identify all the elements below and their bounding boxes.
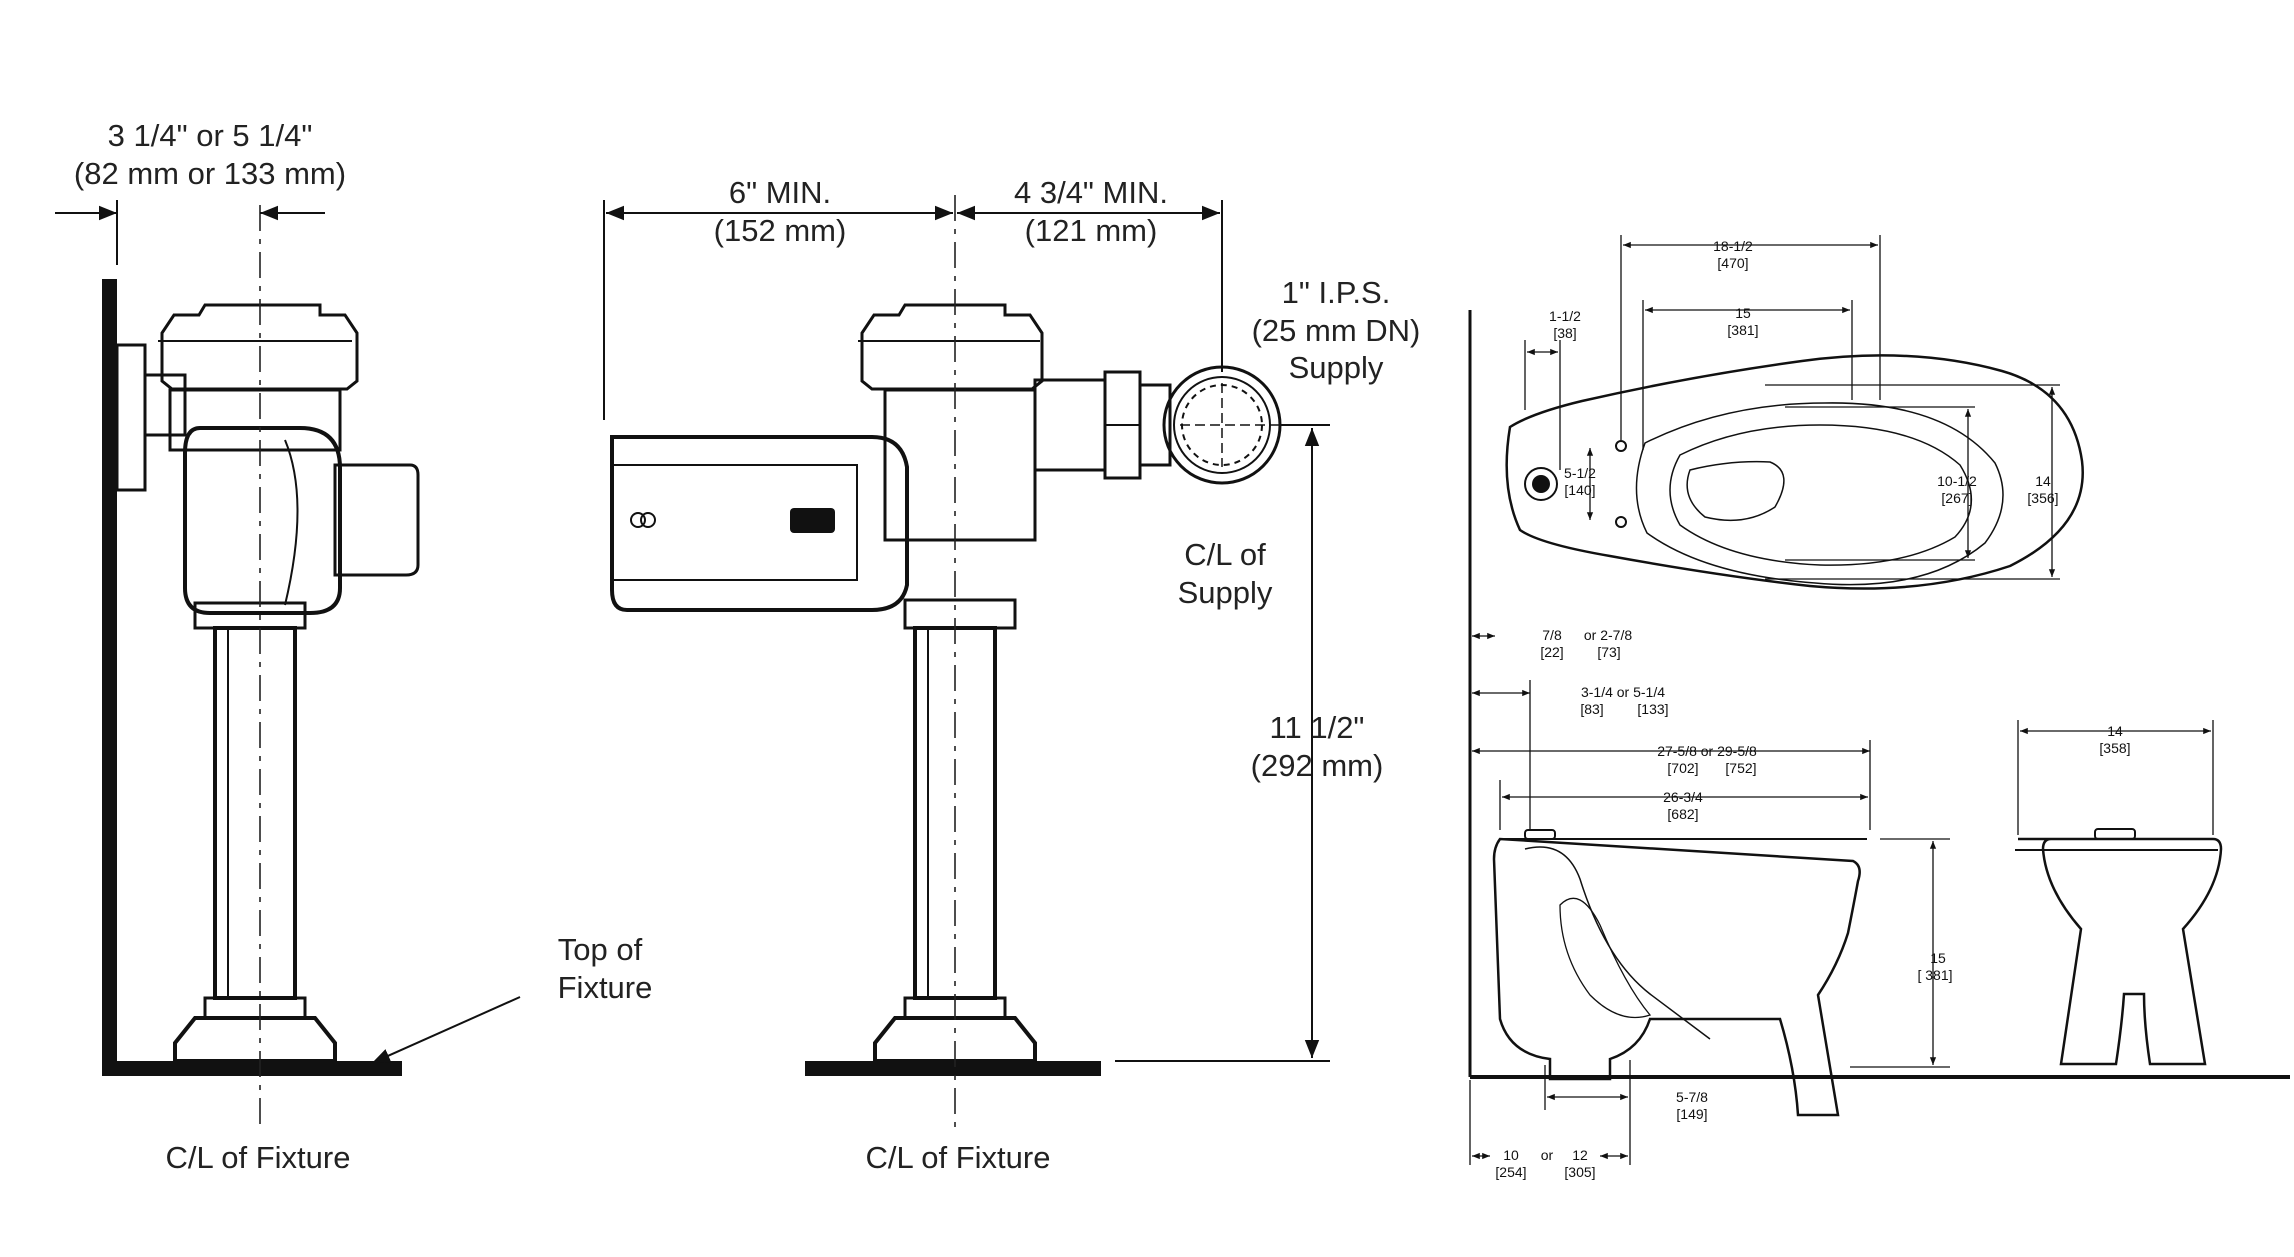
toilet-end-outline: [2018, 837, 2223, 1066]
length-total-label: 27-5/8 or 29-5/8: [1657, 743, 1757, 759]
rough-in-b-label: 12: [1572, 1147, 1588, 1163]
supply-label-2: (25 mm DN): [1252, 313, 1421, 348]
fixture-top: [102, 1061, 402, 1076]
length-total-mm-b: [752]: [1725, 760, 1756, 776]
overall-length-label: 18-1/2: [1713, 238, 1753, 254]
spud-d-mm: [133]: [1637, 701, 1668, 717]
offset-dim-label-2: (82 mm or 133 mm): [74, 156, 346, 191]
toilet-drawings: [1468, 235, 2290, 1165]
fixture-top-front: [805, 1061, 1101, 1076]
end-width-mm: [358]: [2099, 740, 2130, 756]
height-label-2: (292 mm): [1251, 748, 1384, 783]
rough-in-a-label: 10: [1503, 1147, 1519, 1163]
end-width-label: 14: [2107, 723, 2123, 739]
valve-front-view: [603, 195, 1330, 1130]
centerline-label-left: C/L of Fixture: [166, 1140, 351, 1175]
supply-label-3: Supply: [1289, 350, 1384, 385]
spud-b-mm: [73]: [1597, 644, 1620, 660]
spud-a-label: 7/8: [1542, 627, 1562, 643]
rim-height-mm: [ 381]: [1917, 967, 1952, 983]
centerline-label-front: C/L of Fixture: [866, 1140, 1051, 1175]
supply-cl-label-1: C/L of: [1184, 537, 1266, 572]
spud-c-label: 3-1/4 or 5-1/4: [1581, 684, 1665, 700]
length-total-mm-a: [702]: [1667, 760, 1698, 776]
length-bowl-label: 26-3/4: [1663, 789, 1703, 805]
bowl-width-label: 10-1/2: [1937, 473, 1977, 489]
overall-length-mm: [470]: [1717, 255, 1748, 271]
left-dim-label-1: 6" MIN.: [729, 175, 831, 210]
rough-in-or: or: [1541, 1147, 1554, 1163]
overall-width-mm: [356]: [2027, 490, 2058, 506]
bowl-width-mm: [267]: [1941, 490, 1972, 506]
bowl-length-mm: [381]: [1727, 322, 1758, 338]
top-of-fixture-label-1: Top of: [558, 932, 643, 967]
right-dim-label-1: 4 3/4" MIN.: [1014, 175, 1168, 210]
spud-b-label: or 2-7/8: [1584, 627, 1632, 643]
spud-a-mm: [22]: [1540, 644, 1563, 660]
sensor-window: [790, 508, 835, 533]
toilet-top-outline: [1505, 354, 2084, 590]
valve-side-view: [55, 200, 521, 1130]
inset-mm: [38]: [1553, 325, 1576, 341]
supply-cl-label-2: Supply: [1178, 575, 1273, 610]
outlet-offset-label: 5-7/8: [1676, 1089, 1708, 1105]
toilet-side-outline: [1492, 837, 1861, 1117]
supply-label-1: 1" I.P.S.: [1282, 275, 1391, 310]
left-dim-label-2: (152 mm): [714, 213, 847, 248]
rough-in-a-mm: [254]: [1495, 1164, 1526, 1180]
top-of-fixture-label-2: Fixture: [558, 970, 653, 1005]
rough-in-b-mm: [305]: [1564, 1164, 1595, 1180]
outlet-offset-mm: [149]: [1676, 1106, 1707, 1122]
bolt-spacing-mm: [140]: [1564, 482, 1595, 498]
right-dim-label-2: (121 mm): [1025, 213, 1158, 248]
bolt-spacing-label: 5-1/2: [1564, 465, 1596, 481]
overall-width-label: 14: [2035, 473, 2051, 489]
wall: [102, 279, 117, 1075]
bowl-length-label: 15: [1735, 305, 1751, 321]
rim-height-label: 15: [1930, 950, 1946, 966]
inset-label: 1-1/2: [1549, 308, 1581, 324]
spud-c-mm: [83]: [1580, 701, 1603, 717]
offset-dim-label-1: 3 1/4" or 5 1/4": [108, 118, 313, 153]
height-label-1: 11 1/2": [1270, 710, 1365, 745]
length-bowl-mm: [682]: [1667, 806, 1698, 822]
